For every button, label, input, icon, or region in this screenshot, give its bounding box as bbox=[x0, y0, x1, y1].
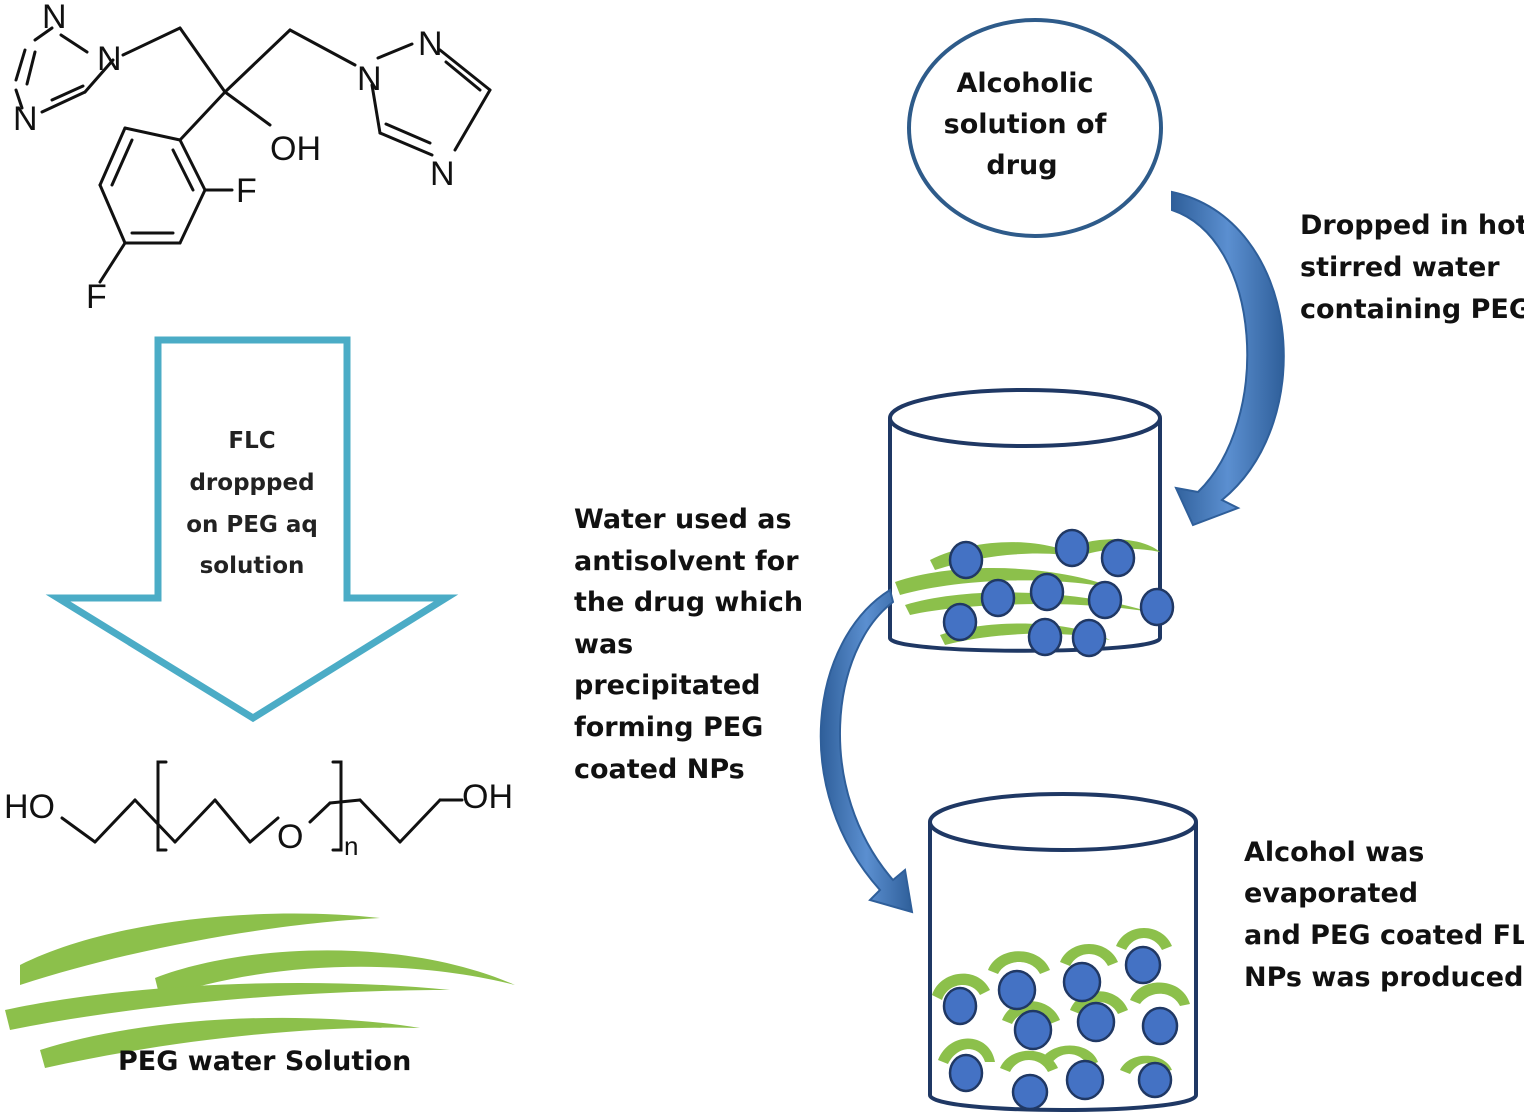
hollow-down-arrow-icon bbox=[45, 336, 459, 723]
atom-n: N bbox=[13, 100, 38, 138]
alcoholic-solution-node: Alcoholic solution of drug bbox=[907, 18, 1163, 238]
atom-oh: OH bbox=[462, 778, 513, 816]
antisolvent-line-4: was bbox=[574, 629, 633, 660]
curved-arrow-icon bbox=[1171, 190, 1285, 527]
antisolvent-line-3: the drug which bbox=[574, 587, 803, 618]
atom-f: F bbox=[86, 278, 107, 316]
atom-n: N bbox=[42, 0, 67, 36]
fluconazole-structure: N N N OH F F N N N bbox=[13, 0, 492, 316]
flc-line-4: solution bbox=[200, 553, 305, 579]
atom-n: N bbox=[357, 60, 382, 98]
flc-line-1: FLC bbox=[228, 428, 275, 454]
antisolvent-line-2: antisolvent for bbox=[574, 546, 799, 577]
atom-f: F bbox=[236, 172, 257, 210]
flc-line-2: droppped bbox=[189, 470, 314, 496]
beaker-precipitation bbox=[888, 388, 1175, 658]
evaporated-line-2: evaporated bbox=[1244, 878, 1418, 909]
evaporated-line-3: and PEG coated FLC bbox=[1244, 920, 1524, 951]
alcoholic-line-1: Alcoholic bbox=[957, 68, 1094, 99]
drug-particles-beaker-1 bbox=[942, 528, 1175, 658]
peg-water-solution-label: PEG water Solution bbox=[118, 1046, 411, 1077]
coated-nanoparticles-beaker-2 bbox=[942, 945, 1179, 1111]
atom-oh: OH bbox=[270, 130, 321, 168]
dropped-line-1: Dropped in hot bbox=[1300, 210, 1524, 241]
peg-structure: HO O n OH bbox=[4, 760, 513, 861]
antisolvent-line-5: precipitated bbox=[574, 670, 760, 701]
antisolvent-line-7: coated NPs bbox=[574, 754, 745, 785]
antisolvent-line-1: Water used as bbox=[574, 504, 792, 535]
atom-n: N bbox=[97, 40, 122, 78]
atom-n: N bbox=[430, 155, 455, 193]
beaker-final-product bbox=[928, 792, 1198, 1112]
evaporated-line-1: Alcohol was bbox=[1244, 837, 1424, 868]
atom-n: N bbox=[418, 25, 443, 63]
alcoholic-line-2: solution of bbox=[944, 109, 1107, 140]
solution-circle bbox=[907, 18, 1163, 238]
curved-arrow-icon bbox=[819, 588, 914, 914]
peg-strands bbox=[5, 913, 515, 1068]
dropped-line-3: containing PEG bbox=[1300, 294, 1524, 325]
evaporated-line-4: NPs was produced bbox=[1244, 962, 1523, 993]
flc-line-3: on PEG aq bbox=[186, 512, 318, 538]
antisolvent-line-6: forming PEG bbox=[574, 712, 763, 743]
atom-ho: HO bbox=[4, 788, 55, 826]
subscript-n: n bbox=[344, 831, 358, 861]
alcoholic-line-3: drug bbox=[986, 150, 1057, 181]
atom-o: O bbox=[277, 818, 303, 856]
dropped-line-2: stirred water bbox=[1300, 252, 1500, 283]
process-arrow: FLC droppped on PEG aq solution bbox=[45, 336, 459, 723]
